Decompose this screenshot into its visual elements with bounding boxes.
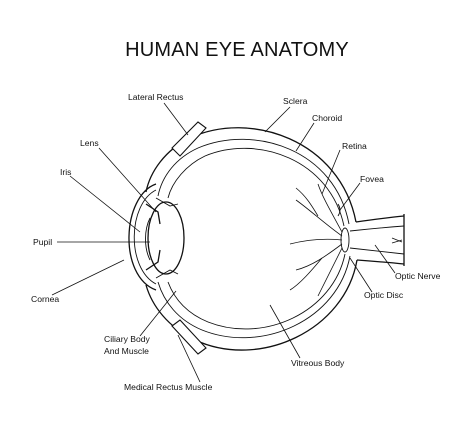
label-choroid: Choroid (312, 113, 342, 123)
iris-upper-shape (145, 203, 161, 225)
label-vitreous-body: Vitreous Body (291, 358, 345, 368)
choroid-lower-shape (157, 255, 351, 339)
label-optic-disc: Optic Disc (364, 290, 404, 300)
ciliary-body-lower (155, 269, 179, 279)
choroid-shape (157, 138, 350, 225)
cornea-shape (128, 183, 157, 291)
sclera-lower-shape (145, 259, 358, 351)
label-fovea: Fovea (360, 174, 384, 184)
label-ciliary-body-line1: Ciliary Body (104, 334, 151, 344)
lens-shape (147, 201, 185, 275)
retinal-vessels (289, 183, 343, 297)
iris-lower-shape (145, 249, 161, 271)
label-sclera: Sclera (283, 96, 308, 106)
labels: Lateral Rectus Sclera Choroid Lens Retin… (31, 92, 441, 392)
leader-lines (51, 102, 396, 383)
label-lens: Lens (80, 138, 99, 148)
retina-shape (167, 148, 345, 227)
diagram-title: HUMAN EYE ANATOMY (125, 39, 349, 61)
optic-nerve-shape (349, 214, 405, 266)
label-pupil: Pupil (33, 237, 52, 247)
lens-capsule-shape (145, 217, 151, 261)
label-medical-rectus: Medical Rectus Muscle (124, 382, 213, 392)
cornea-inner-shape (133, 189, 157, 285)
sclera-shape (145, 127, 357, 223)
label-lateral-rectus: Lateral Rectus (128, 92, 183, 102)
lateral-rectus-shape (171, 121, 207, 157)
retina-lower-shape (167, 253, 346, 330)
label-ciliary-body-line2: And Muscle (104, 346, 149, 356)
label-iris: Iris (60, 167, 71, 177)
ciliary-body-upper (155, 197, 179, 207)
label-optic-nerve: Optic Nerve (395, 271, 441, 281)
medial-rectus-shape (171, 319, 207, 355)
label-cornea: Cornea (31, 294, 59, 304)
eye-illustration (128, 121, 405, 355)
label-retina: Retina (342, 141, 367, 151)
